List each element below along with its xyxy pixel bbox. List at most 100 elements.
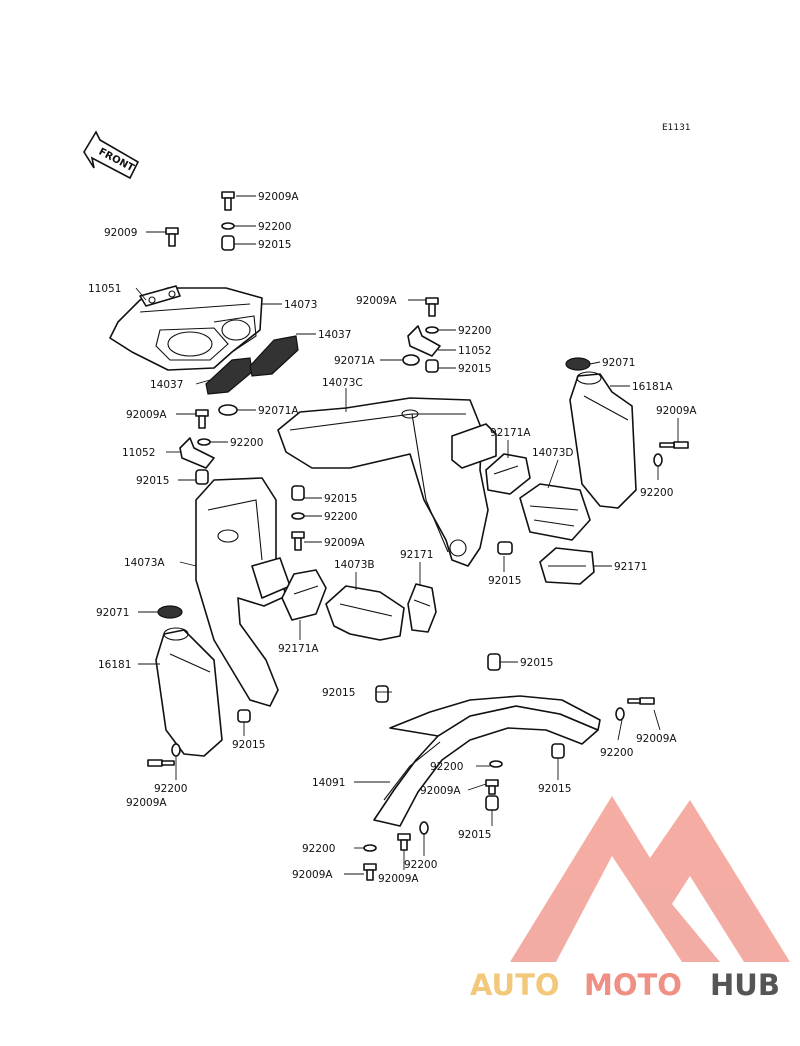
intake-grille-14037-right xyxy=(249,335,299,377)
part-label: 14073A xyxy=(124,557,165,569)
bracket-11052-upper xyxy=(407,325,441,357)
collar-92015-bracket-top-right xyxy=(487,653,501,671)
collar-92015-bracket-right xyxy=(551,743,565,759)
part-label: 92200 xyxy=(230,437,263,449)
svg-text:HUB: HUB xyxy=(710,968,780,1002)
part-label: 92009A xyxy=(126,409,167,421)
washer-92200-upper-mid xyxy=(425,326,439,334)
collar-92015-left-low xyxy=(237,709,251,723)
part-label: 16181 xyxy=(98,659,131,671)
part-label: 92015 xyxy=(520,657,553,669)
collar-92015-center xyxy=(291,485,305,501)
part-label: 92200 xyxy=(258,221,291,233)
part-label: 92015 xyxy=(232,739,265,751)
part-label: 92009A xyxy=(356,295,397,307)
part-label: 92009A xyxy=(258,191,299,203)
bolt-92009-top xyxy=(165,227,179,247)
part-label: 92171A xyxy=(490,427,531,439)
washer-92200-right xyxy=(653,453,663,467)
bolt-92009A-bracket-low xyxy=(397,833,411,851)
part-label: 92071 xyxy=(96,607,129,619)
duct-14073B xyxy=(325,585,405,641)
svg-text:AUTO: AUTO xyxy=(470,968,560,1002)
part-label: 92071A xyxy=(258,405,299,417)
part-label: 11052 xyxy=(122,447,155,459)
leader-lines xyxy=(135,195,679,875)
grommet-92071A-left xyxy=(218,404,238,416)
part-label: 92015 xyxy=(458,363,491,375)
part-label: 14073B xyxy=(334,559,375,571)
cap-92071-right xyxy=(565,357,591,371)
part-label: 92009A xyxy=(378,873,419,885)
washer-92200-top xyxy=(221,222,235,230)
bracket-11052-left xyxy=(179,437,215,469)
part-label: 92071A xyxy=(334,355,375,367)
part-label: 92171 xyxy=(614,561,647,573)
collar-92015-top xyxy=(221,235,235,251)
bolt-92009A-left-mid xyxy=(195,409,209,429)
washer-92200-bracket-d xyxy=(363,844,377,852)
bolt-92009A-bracket-bottom xyxy=(363,863,377,881)
part-label: 14037 xyxy=(150,379,183,391)
part-labels: 92009A 92200 92015 92009 11051 14073 140… xyxy=(88,191,697,885)
part-label: 92200 xyxy=(404,859,437,871)
bolt-92009A-center xyxy=(291,531,305,551)
clamp-92171-right xyxy=(539,547,595,585)
part-label: 92009 xyxy=(104,227,137,239)
front-arrow-icon: FRONT xyxy=(83,130,140,180)
reservoir-16181 xyxy=(155,627,223,757)
part-label: 92015 xyxy=(322,687,355,699)
part-label: 92200 xyxy=(600,747,633,759)
bolt-92009A-top xyxy=(221,191,235,211)
collar-92015-upper-mid xyxy=(425,359,439,373)
washer-92200-center xyxy=(291,512,305,520)
part-label: 92015 xyxy=(258,239,291,251)
part-label: 92200 xyxy=(302,843,335,855)
part-label: 92015 xyxy=(458,829,491,841)
washer-92200-left-mid xyxy=(197,438,211,446)
part-label: 92015 xyxy=(324,493,357,505)
duct-14073D xyxy=(519,483,591,541)
part-label: 14073 xyxy=(284,299,317,311)
bolt-92009A-upper-mid xyxy=(425,297,439,317)
part-label: 92015 xyxy=(538,783,571,795)
collar-92015-right-duct xyxy=(497,541,513,555)
part-label: 92009A xyxy=(656,405,697,417)
washer-92200-bracket-b xyxy=(615,707,625,721)
part-label: 14073C xyxy=(322,377,363,389)
part-label: 92200 xyxy=(430,761,463,773)
part-label: 92009A xyxy=(126,797,167,809)
clamp-92171-left xyxy=(407,583,437,633)
part-label: 92200 xyxy=(458,325,491,337)
bolt-92009A-right xyxy=(659,441,689,449)
part-label: 92200 xyxy=(640,487,673,499)
central-duct-14073C xyxy=(277,397,497,567)
clamp-92171A-right xyxy=(485,453,531,495)
watermark-logo xyxy=(510,796,790,962)
part-label: 92171A xyxy=(278,643,319,655)
clamp-92171A-left xyxy=(281,569,327,621)
washer-92200-bracket-a xyxy=(489,760,503,768)
part-label: 92200 xyxy=(324,511,357,523)
washer-92200-left-low xyxy=(171,743,181,757)
watermark-text: AUTO MOTO HUB xyxy=(470,968,780,1002)
bolt-92009A-left-low xyxy=(147,759,175,767)
part-label: 92009A xyxy=(420,785,461,797)
part-label: 16181A xyxy=(632,381,673,393)
bolt-92009A-bracket-mid xyxy=(485,779,499,795)
svg-text:MOTO: MOTO xyxy=(584,968,682,1002)
diagram-code: E1131 xyxy=(662,123,691,133)
part-label: 92200 xyxy=(154,783,187,795)
part-label: 92015 xyxy=(488,575,521,587)
part-label: 92071 xyxy=(602,357,635,369)
left-duct-14073A xyxy=(195,477,291,707)
part-label: 14037 xyxy=(318,329,351,341)
part-label: 92009A xyxy=(292,869,333,881)
part-label: 92009A xyxy=(324,537,365,549)
cap-92071-left xyxy=(157,605,183,619)
part-label: 92015 xyxy=(136,475,169,487)
part-label: 14073D xyxy=(532,447,574,459)
part-label: 92009A xyxy=(636,733,677,745)
part-label: 11052 xyxy=(458,345,491,357)
